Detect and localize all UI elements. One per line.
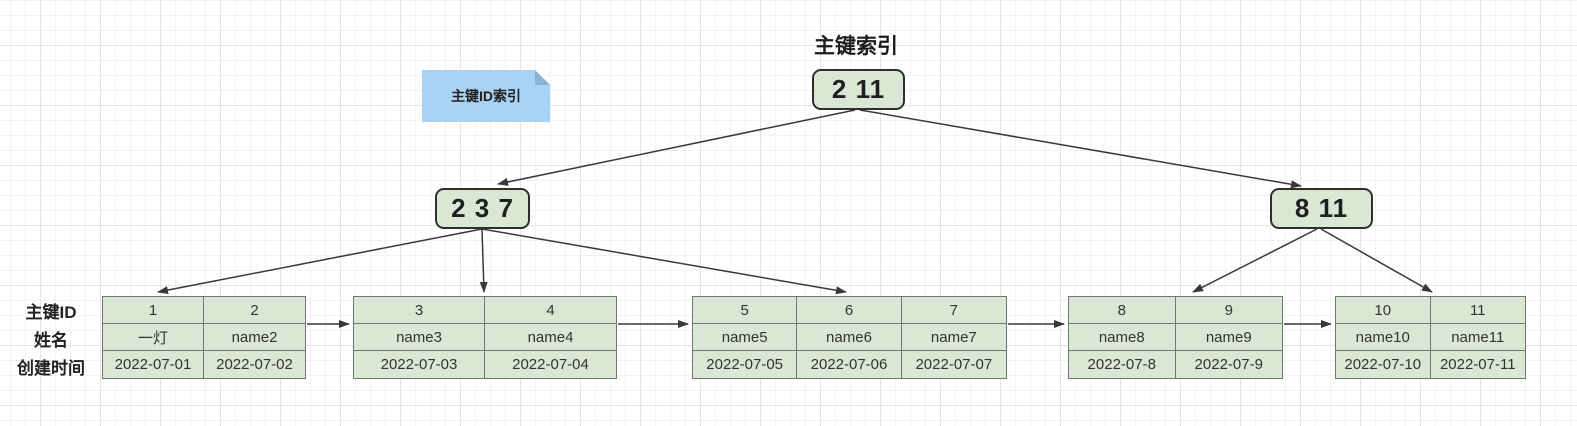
edge-internal237-to-leaf3[interactable] [481, 228, 847, 295]
leaf4-date-cell: 2022-07-8 [1069, 351, 1176, 378]
leaf1-name-cell: 一灯 [103, 324, 204, 351]
leaf3-id-cell: 7 [901, 297, 1006, 324]
row-label-name: 姓名 [34, 330, 68, 350]
leaf5-date-cell: 2022-07-11 [1439, 356, 1516, 373]
leaf2-id-cell: 4 [485, 297, 616, 324]
leaf1-id-cell: 2 [204, 297, 305, 324]
leaf2-date-cell: 2022-07-03 [354, 351, 485, 378]
leaf-node-5[interactable]: 10 11 name10 name11 2022-07-10 2022-07-1… [1335, 296, 1526, 379]
leaf3-id-cell: 5 [693, 297, 798, 324]
leaf5-date-cell: 2022-07-10 [1336, 351, 1431, 378]
leaf3-id-cell: 6 [797, 297, 902, 324]
leaf4-name-cell: name9 [1175, 324, 1282, 351]
leaf5-name-cell: name11 [1430, 324, 1525, 351]
leaf3-name-cell: name5 [693, 324, 798, 351]
leaf1-name-cell: name2 [204, 324, 305, 351]
leaf1-date-cell: 2022-07-02 [216, 356, 293, 373]
leaf-node-4[interactable]: 8 9 name8 name9 2022-07-8 2022-07-9 [1068, 296, 1283, 379]
leaf3-date-cell: 2022-07-07 [915, 356, 993, 373]
leaf-node-3[interactable]: 5 6 7 name5 name6 name7 2022-07-05 2022-… [692, 296, 1007, 379]
leaf4-id-cell: 9 [1175, 297, 1282, 324]
root-node[interactable]: 2 11 [812, 69, 905, 110]
leaf2-id-cell: 3 [354, 297, 485, 324]
edge-root-to-right-internal[interactable] [859, 109, 1302, 189]
leaf1-date-cell: 2022-07-01 [103, 351, 204, 378]
sticky-note-label: 主键ID索引 [451, 88, 521, 104]
leaf3-name-cell: name7 [901, 324, 1006, 351]
internal-node-237[interactable]: 2 3 7 [435, 188, 530, 229]
diagram-title: 主键索引 [814, 35, 898, 58]
row-labels: 主键ID 姓名 创建时间 [2, 296, 100, 380]
leaf2-name-cell: name3 [354, 324, 485, 351]
edge-internal811-to-leaf4[interactable] [1192, 228, 1318, 293]
leaf3-date-cell: 2022-07-06 [797, 351, 902, 378]
leaf4-name-cell: name8 [1069, 324, 1176, 351]
row-label-created: 创建时间 [17, 358, 85, 378]
leaf1-id-cell: 1 [103, 297, 204, 324]
row-label-id: 主键ID [25, 302, 77, 322]
leaf2-date-cell: 2022-07-04 [512, 356, 589, 373]
leaf-node-1[interactable]: 1 2 一灯 name2 2022-07-01 2022-07-02 [102, 296, 306, 379]
leaf5-name-cell: name10 [1336, 324, 1431, 351]
leaf5-id-cell: 11 [1430, 297, 1525, 324]
edge-root-to-left-internal[interactable] [497, 109, 856, 186]
note-fold-icon [535, 70, 550, 85]
leaf5-id-cell: 10 [1336, 297, 1431, 324]
leaf4-date-cell: 2022-07-9 [1194, 356, 1263, 373]
leaf3-date-cell: 2022-07-05 [693, 351, 798, 378]
internal-node-811[interactable]: 8 11 [1270, 188, 1373, 229]
sticky-note[interactable]: 主键ID索引 [422, 70, 550, 122]
edge-internal237-to-leaf2[interactable] [479, 228, 488, 293]
edge-internal237-to-leaf1[interactable] [157, 228, 483, 295]
leaf2-name-cell: name4 [485, 324, 616, 351]
edge-internal811-to-leaf5[interactable] [1320, 228, 1433, 293]
leaf3-name-cell: name6 [797, 324, 902, 351]
leaf-node-2[interactable]: 3 4 name3 name4 2022-07-03 2022-07-04 [353, 296, 617, 379]
leaf4-id-cell: 8 [1069, 297, 1176, 324]
